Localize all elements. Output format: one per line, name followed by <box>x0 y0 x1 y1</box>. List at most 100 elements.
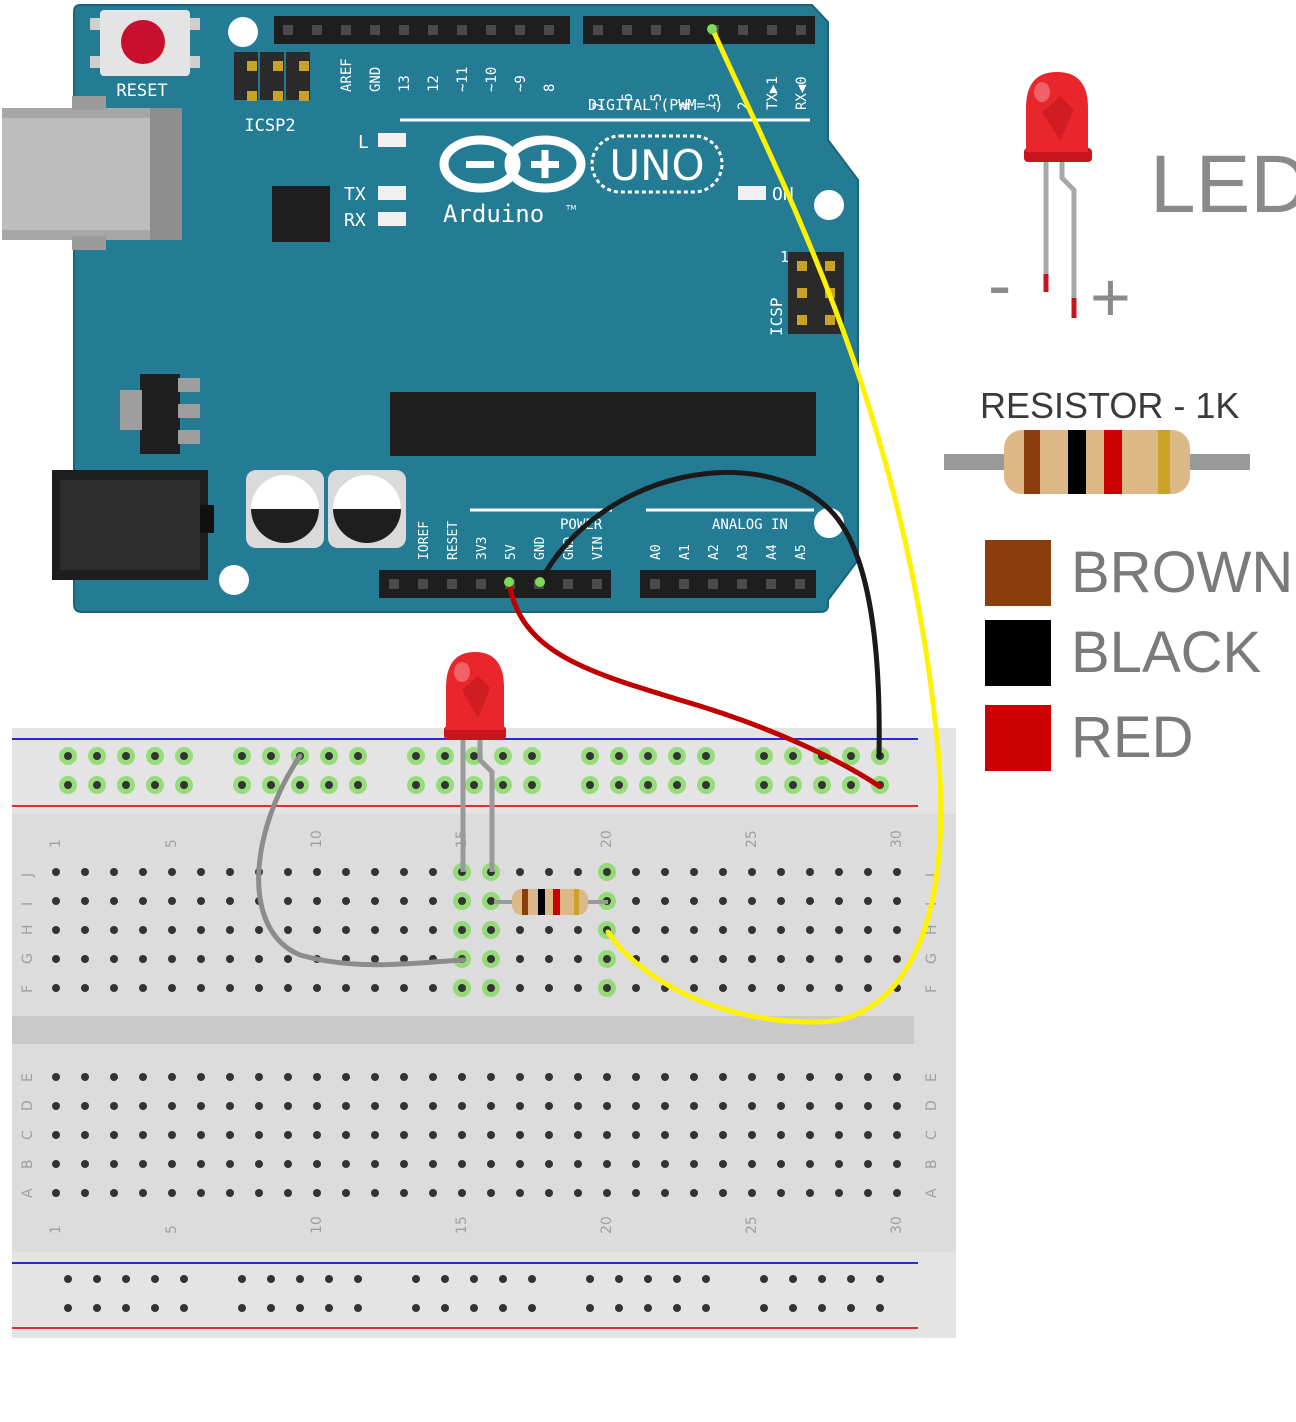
rail-hole[interactable] <box>673 752 681 760</box>
rail-hole[interactable] <box>325 1275 333 1283</box>
breadboard-hole[interactable] <box>313 897 321 905</box>
rail-hole[interactable] <box>644 781 652 789</box>
breadboard-hole[interactable] <box>603 984 611 992</box>
breadboard-hole[interactable] <box>690 955 698 963</box>
rail-hole[interactable] <box>296 1304 304 1312</box>
breadboard-hole[interactable] <box>139 1189 147 1197</box>
breadboard-hole[interactable] <box>516 1160 524 1168</box>
rail-hole[interactable] <box>238 1275 246 1283</box>
rail-hole[interactable] <box>267 781 275 789</box>
breadboard-hole[interactable] <box>893 1160 901 1168</box>
breadboard-hole[interactable] <box>806 1189 814 1197</box>
rail-hole[interactable] <box>412 752 420 760</box>
breadboard-hole[interactable] <box>748 955 756 963</box>
breadboard-hole[interactable] <box>226 984 234 992</box>
breadboard-hole[interactable] <box>284 1102 292 1110</box>
rail-hole[interactable] <box>151 752 159 760</box>
pin-hole[interactable] <box>651 25 661 35</box>
breadboard-hole[interactable] <box>81 897 89 905</box>
breadboard-hole[interactable] <box>806 984 814 992</box>
led-on-breadboard[interactable] <box>444 652 506 872</box>
breadboard-hole[interactable] <box>545 926 553 934</box>
breadboard-hole[interactable] <box>458 1102 466 1110</box>
breadboard-hole[interactable] <box>313 1189 321 1197</box>
rail-hole[interactable] <box>122 1304 130 1312</box>
breadboard-hole[interactable] <box>893 868 901 876</box>
breadboard-hole[interactable] <box>777 1160 785 1168</box>
rail-hole[interactable] <box>238 1304 246 1312</box>
breadboard-hole[interactable] <box>284 984 292 992</box>
rail-hole[interactable] <box>151 1304 159 1312</box>
wire-black[interactable] <box>537 469 882 759</box>
rail-hole[interactable] <box>760 781 768 789</box>
breadboard-hole[interactable] <box>400 868 408 876</box>
breadboard-hole[interactable] <box>748 1131 756 1139</box>
wire-gray[interactable] <box>256 753 467 968</box>
breadboard-hole[interactable] <box>226 897 234 905</box>
rail-hole[interactable] <box>441 1304 449 1312</box>
breadboard-hole[interactable] <box>458 984 466 992</box>
breadboard-hole[interactable] <box>632 868 640 876</box>
pin-hole[interactable] <box>447 579 457 589</box>
breadboard-hole[interactable] <box>777 1131 785 1139</box>
breadboard-hole[interactable] <box>864 868 872 876</box>
breadboard-hole[interactable] <box>864 955 872 963</box>
breadboard-hole[interactable] <box>313 1073 321 1081</box>
breadboard-hole[interactable] <box>893 926 901 934</box>
breadboard-hole[interactable] <box>313 926 321 934</box>
breadboard-hole[interactable] <box>284 1160 292 1168</box>
rail-hole[interactable] <box>615 1304 623 1312</box>
breadboard-hole[interactable] <box>835 955 843 963</box>
breadboard-hole[interactable] <box>777 1102 785 1110</box>
breadboard-hole[interactable] <box>226 1073 234 1081</box>
breadboard-hole[interactable] <box>52 926 60 934</box>
rail-hole[interactable] <box>818 1304 826 1312</box>
breadboard-hole[interactable] <box>661 1160 669 1168</box>
rail-hole[interactable] <box>151 781 159 789</box>
rail-hole[interactable] <box>876 1304 884 1312</box>
rail-hole[interactable] <box>528 1275 536 1283</box>
breadboard-hole[interactable] <box>52 984 60 992</box>
breadboard-hole[interactable] <box>226 1102 234 1110</box>
breadboard-hole[interactable] <box>139 1131 147 1139</box>
breadboard-hole[interactable] <box>284 926 292 934</box>
breadboard-hole[interactable] <box>632 1160 640 1168</box>
rail-hole[interactable] <box>267 1304 275 1312</box>
breadboard-hole[interactable] <box>748 1073 756 1081</box>
pin-hole[interactable] <box>312 25 322 35</box>
breadboard-hole[interactable] <box>429 1102 437 1110</box>
breadboard-hole[interactable] <box>110 1160 118 1168</box>
breadboard-hole[interactable] <box>458 897 466 905</box>
breadboard-hole[interactable] <box>835 897 843 905</box>
breadboard-hole[interactable] <box>313 1102 321 1110</box>
breadboard-hole[interactable] <box>516 1131 524 1139</box>
breadboard-hole[interactable] <box>52 955 60 963</box>
breadboard-hole[interactable] <box>342 897 350 905</box>
breadboard-hole[interactable] <box>603 1102 611 1110</box>
breadboard-hole[interactable] <box>574 926 582 934</box>
breadboard-hole[interactable] <box>139 868 147 876</box>
breadboard-hole[interactable] <box>168 1102 176 1110</box>
rail-hole[interactable] <box>412 1304 420 1312</box>
breadboard-hole[interactable] <box>806 1102 814 1110</box>
breadboard-hole[interactable] <box>864 1073 872 1081</box>
pin-hole[interactable] <box>650 579 660 589</box>
breadboard-hole[interactable] <box>400 1131 408 1139</box>
rail-hole[interactable] <box>441 781 449 789</box>
breadboard-hole[interactable] <box>516 1189 524 1197</box>
rail-hole[interactable] <box>789 1304 797 1312</box>
breadboard-hole[interactable] <box>806 926 814 934</box>
breadboard-hole[interactable] <box>197 868 205 876</box>
rail-hole[interactable] <box>644 752 652 760</box>
breadboard-hole[interactable] <box>690 868 698 876</box>
breadboard-hole[interactable] <box>545 1102 553 1110</box>
rail-hole[interactable] <box>412 781 420 789</box>
breadboard-hole[interactable] <box>139 984 147 992</box>
rail-hole[interactable] <box>586 1304 594 1312</box>
breadboard-hole[interactable] <box>545 984 553 992</box>
wire-red[interactable] <box>506 579 882 789</box>
breadboard-hole[interactable] <box>690 984 698 992</box>
breadboard-hole[interactable] <box>835 1073 843 1081</box>
breadboard-hole[interactable] <box>806 868 814 876</box>
rail-hole[interactable] <box>528 752 536 760</box>
